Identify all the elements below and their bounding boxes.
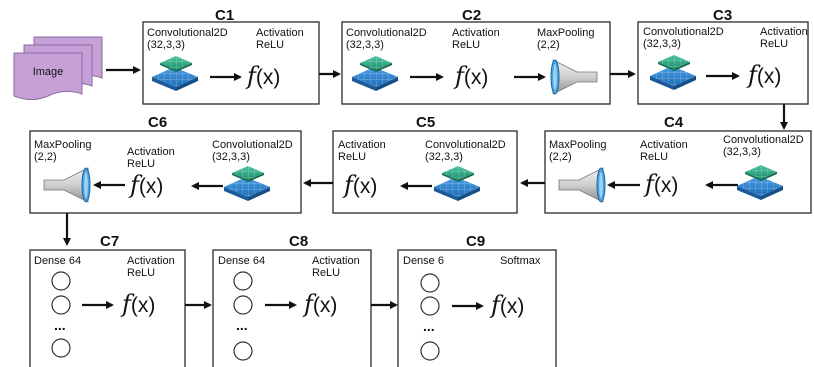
c9-fx-symbol: f(x) — [489, 291, 524, 319]
image-sheet-front — [13, 52, 83, 100]
c9-softmax-label: Softmax — [500, 255, 541, 267]
c2-conv-label: Convolutional2D — [346, 27, 427, 39]
c7-neuron-ellipsis: ... — [54, 317, 66, 333]
block-c1: C1 Convolutional2D (32,3,3) Activation R… — [142, 7, 320, 105]
c2-pool-params: (2,2) — [537, 39, 560, 51]
c4-activation-fn: ReLU — [640, 151, 668, 163]
c5-fx-symbol: f(x) — [342, 171, 377, 199]
block-c2: C2 Convolutional2D (32,3,3) Activation R… — [341, 7, 611, 105]
c5-title: C5 — [416, 114, 435, 131]
c1-activation-fn: ReLU — [256, 39, 284, 51]
c4-pool-params: (2,2) — [549, 151, 572, 163]
c8-neuron-1 — [233, 271, 253, 291]
c4-fx-symbol: f(x) — [643, 170, 678, 198]
c6-conv-label: Convolutional2D — [212, 139, 293, 151]
block-c6: C6 MaxPooling (2,2) Activation ReLU Conv… — [29, 114, 302, 214]
block-c3: C3 Convolutional2D (32,3,3) Activation R… — [637, 7, 809, 105]
c9-neuron-n — [420, 341, 440, 361]
input-image-stack: Image — [13, 36, 103, 100]
c8-fx-symbol: f(x) — [302, 290, 337, 318]
c2-activation-fn: ReLU — [452, 39, 480, 51]
c4-conv-label: Convolutional2D — [723, 134, 804, 146]
c3-title: C3 — [713, 7, 732, 24]
c2-activation-label: Activation — [452, 27, 500, 39]
c9-title: C9 — [466, 233, 485, 250]
c8-neuron-2 — [233, 295, 253, 315]
c8-neuron-ellipsis: ... — [236, 317, 248, 333]
c6-pool-params: (2,2) — [34, 151, 57, 163]
c8-activation-fn: ReLU — [312, 267, 340, 279]
c3-fx-symbol: f(x) — [746, 61, 781, 89]
c9-dense-label: Dense 6 — [403, 255, 444, 267]
block-c7: C7 Dense 64 Activation ReLU ... f(x) — [29, 233, 186, 367]
c7-activation-label: Activation — [127, 255, 175, 267]
c1-conv-label: Convolutional2D — [147, 27, 228, 39]
c8-title: C8 — [289, 233, 308, 250]
c1-fx-symbol: f(x) — [245, 62, 280, 90]
c3-conv-label: Convolutional2D — [643, 26, 724, 38]
c7-neuron-1 — [51, 271, 71, 291]
c7-title: C7 — [100, 233, 119, 250]
c8-neuron-n — [233, 341, 253, 361]
c8-activation-label: Activation — [312, 255, 360, 267]
c9-neuron-ellipsis: ... — [423, 318, 435, 334]
c7-activation-fn: ReLU — [127, 267, 155, 279]
block-c9: C9 Dense 6 Softmax ... f(x) — [397, 233, 557, 367]
c1-activation-label: Activation — [256, 27, 304, 39]
input-image-label: Image — [33, 66, 64, 78]
c6-title: C6 — [148, 114, 167, 131]
c5-box — [332, 130, 518, 214]
block-c4: C4 MaxPooling (2,2) Activation ReLU Conv… — [544, 114, 812, 214]
c7-neuron-n — [51, 338, 71, 358]
c3-conv-params: (32,3,3) — [643, 38, 681, 50]
c6-fx-symbol: f(x) — [128, 171, 163, 199]
c4-conv-params: (32,3,3) — [723, 146, 761, 158]
c9-neuron-1 — [420, 273, 440, 293]
c4-title: C4 — [664, 114, 684, 131]
c5-conv-label: Convolutional2D — [425, 139, 506, 151]
c7-fx-symbol: f(x) — [120, 290, 155, 318]
c7-neuron-2 — [51, 295, 71, 315]
c1-conv-params: (32,3,3) — [147, 39, 185, 51]
c1-title: C1 — [215, 7, 234, 24]
c2-box — [341, 21, 611, 105]
block-c8: C8 Dense 64 Activation ReLU ... f(x) — [212, 233, 372, 367]
c8-dense-label: Dense 64 — [218, 255, 265, 267]
c2-fx-symbol: f(x) — [453, 62, 488, 90]
c4-activation-label: Activation — [640, 139, 688, 151]
c6-conv-params: (32,3,3) — [212, 151, 250, 163]
c5-conv-params: (32,3,3) — [425, 151, 463, 163]
c6-pool-label: MaxPooling — [34, 139, 91, 151]
c5-activation-label: Activation — [338, 139, 386, 151]
c4-pool-label: MaxPooling — [549, 139, 606, 151]
c6-activation-label: Activation — [127, 146, 175, 158]
c3-activation-label: Activation — [760, 26, 808, 38]
c7-dense-label: Dense 64 — [34, 255, 81, 267]
c2-pool-label: MaxPooling — [537, 27, 594, 39]
c2-title: C2 — [462, 7, 481, 24]
c3-activation-fn: ReLU — [760, 38, 788, 50]
c2-conv-params: (32,3,3) — [346, 39, 384, 51]
c5-activation-fn: ReLU — [338, 151, 366, 163]
block-c5: C5 Activation ReLU Convolutional2D (32,3… — [332, 114, 518, 214]
c9-neuron-2 — [420, 296, 440, 316]
c6-activation-fn: ReLU — [127, 158, 155, 170]
